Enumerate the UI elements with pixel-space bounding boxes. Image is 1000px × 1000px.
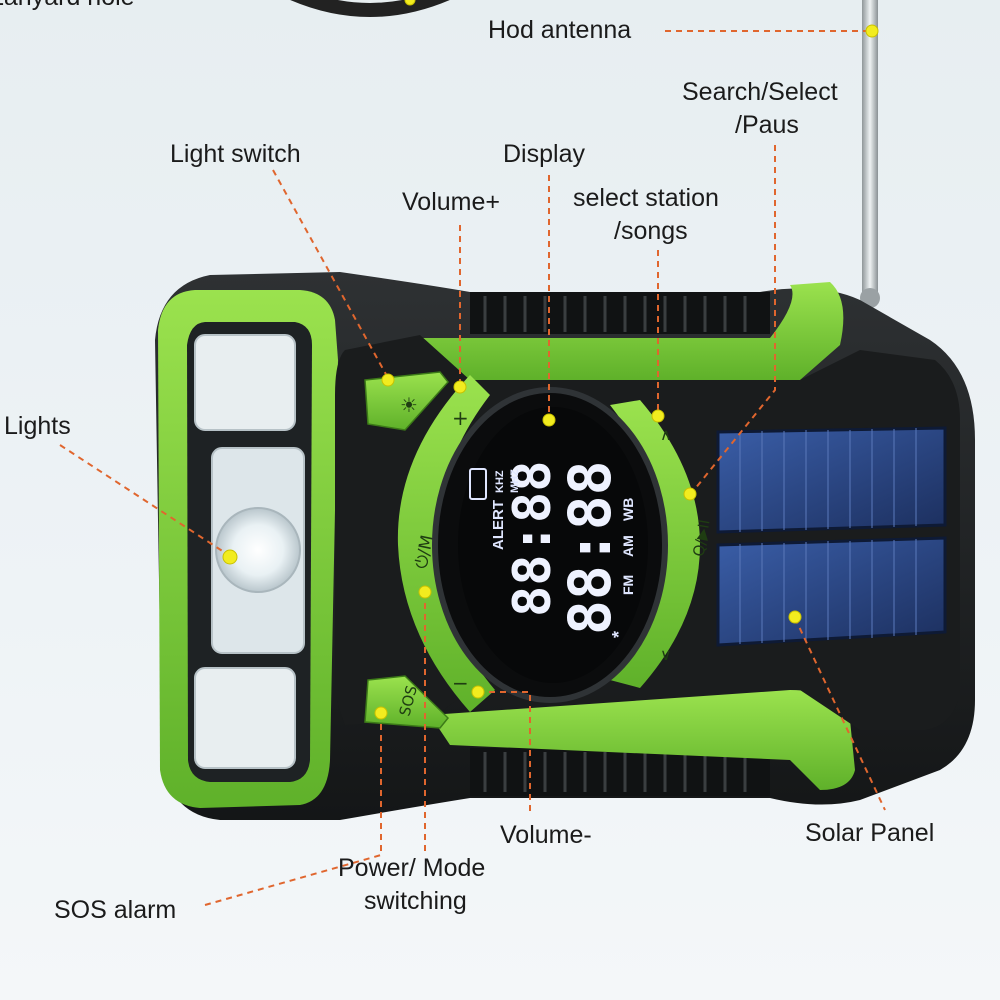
volume-minus-symbol: − — [452, 671, 469, 695]
select-down-symbol: ∨ — [660, 645, 672, 664]
dot-antenna — [865, 24, 879, 38]
radio-body: ☀ SOS + ⏻/M − ∧ Q/▶II ∨ 88:88 88:88 ALER… — [155, 272, 975, 820]
leader-sos — [204, 713, 382, 906]
lcd-alert: ALERT — [490, 500, 507, 550]
label-light-switch: Light switch — [170, 140, 301, 168]
right-button-arc — [610, 400, 700, 688]
left-button-arc — [397, 375, 495, 712]
led-panel-top — [194, 334, 296, 431]
top-grip — [470, 292, 770, 334]
leader-solar-panel — [794, 617, 886, 811]
lcd-readout: 88:88 88:88 ALERT KHZ MHZ * FM AM WB — [469, 460, 636, 638]
label-display: Display — [503, 140, 585, 168]
label-power-mode: Power/ Mode — [338, 854, 485, 882]
dot-power-mode — [418, 585, 432, 599]
leader-lights — [59, 444, 231, 557]
dot-light-switch — [381, 373, 395, 387]
dot-display — [542, 413, 556, 427]
label-select-station: select station — [573, 184, 719, 212]
lightbulb-icon: ☀ — [400, 393, 418, 417]
dot-sos — [374, 706, 388, 720]
lcd-khz: KHZ — [494, 470, 506, 493]
callout-dots — [222, 24, 879, 720]
lcd-frequency: 88:88 — [556, 460, 624, 635]
lanyard-ring — [290, 0, 450, 17]
display-screen — [458, 407, 648, 683]
leader-search-select — [689, 145, 776, 496]
label-power-mode-2: switching — [364, 887, 467, 915]
label-hod-antenna: Hod antenna — [488, 16, 631, 44]
dot-volume-plus — [453, 380, 467, 394]
green-upper-bar — [420, 282, 844, 380]
lcd-fm: FM — [620, 575, 636, 595]
green-lower-bar — [430, 690, 855, 790]
led-spotlight — [215, 507, 301, 593]
select-up-symbol: ∧ — [660, 425, 672, 444]
dot-search-select — [683, 487, 697, 501]
led-panel-bottom — [194, 667, 296, 769]
label-solar-panel: Solar Panel — [805, 819, 934, 847]
label-volume-plus: Volume+ — [402, 188, 500, 216]
leader-light-switch — [272, 169, 389, 379]
leader-volume-minus — [478, 691, 531, 815]
label-lanyard-hole: Lanyard hole — [0, 0, 135, 11]
dot-lights — [222, 549, 238, 565]
callout-labels: Lanyard hole Hod antenna Search/Select /… — [0, 0, 934, 924]
label-select-station-2: /songs — [614, 217, 688, 245]
lcd-battery — [469, 468, 487, 500]
label-sos-alarm: SOS alarm — [54, 896, 176, 924]
lcd-wb: WB — [620, 498, 636, 521]
dot-volume-minus — [471, 685, 485, 699]
dot-select-station — [651, 409, 665, 423]
lcd-mhz: MHZ — [509, 469, 521, 493]
label-search-select-2: /Paus — [735, 111, 799, 139]
light-switch-button[interactable] — [364, 371, 449, 431]
hod-antenna — [862, 0, 878, 300]
leader-lines — [59, 30, 886, 906]
label-volume-minus: Volume- — [500, 821, 592, 849]
label-lights: Lights — [4, 412, 71, 440]
lcd-am: AM — [620, 535, 636, 557]
label-search-select: Search/Select — [682, 78, 838, 106]
volume-plus-symbol: + — [452, 406, 469, 430]
lcd-star: * — [609, 631, 629, 638]
solar-panel — [716, 426, 947, 647]
dot-solar-panel — [788, 610, 802, 624]
lcd-time: 88:88 — [503, 460, 563, 617]
